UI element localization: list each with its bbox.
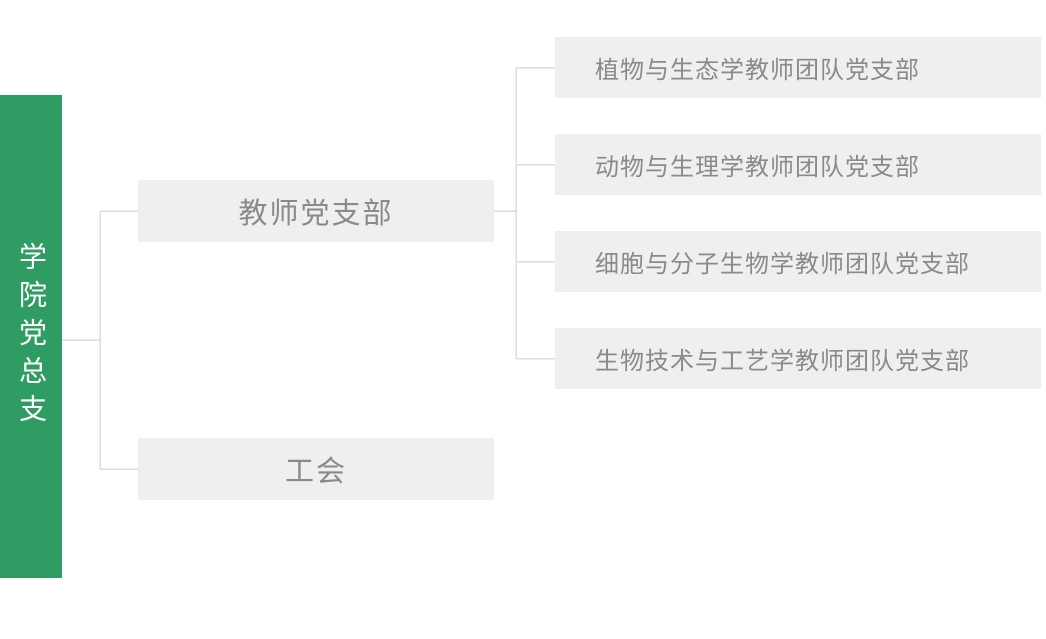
org-node-root-label: 学院党总支 xyxy=(16,241,47,432)
org-node-leaf-cell-molecular-label: 细胞与分子生物学教师团队党支部 xyxy=(595,251,970,278)
org-node-leaf-plant-ecology-label: 植物与生态学教师团队党支部 xyxy=(595,57,920,84)
org-node-leaf-biotech-technology-label: 生物技术与工艺学教师团队党支部 xyxy=(595,348,970,375)
org-node-leaf-biotech-technology: 生物技术与工艺学教师团队党支部 xyxy=(555,328,1041,389)
org-node-union: 工会 xyxy=(138,438,494,500)
org-node-leaf-animal-physiology-label: 动物与生理学教师团队党支部 xyxy=(595,154,920,181)
org-node-leaf-plant-ecology: 植物与生态学教师团队党支部 xyxy=(555,37,1041,98)
org-node-union-label: 工会 xyxy=(284,456,347,488)
org-node-leaf-animal-physiology: 动物与生理学教师团队党支部 xyxy=(555,134,1041,195)
org-node-teacher-branch-label: 教师党支部 xyxy=(238,198,394,230)
org-node-leaf-cell-molecular: 细胞与分子生物学教师团队党支部 xyxy=(555,231,1041,292)
org-node-root: 学院党总支 xyxy=(0,95,62,578)
org-node-teacher-branch: 教师党支部 xyxy=(138,180,494,242)
